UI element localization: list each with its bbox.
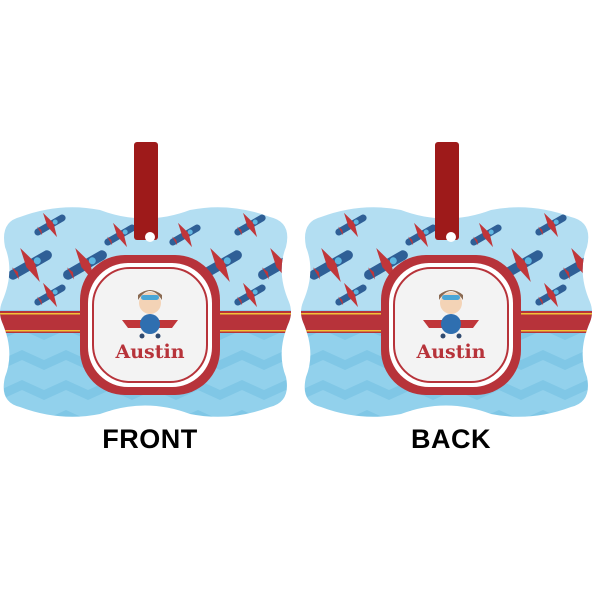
front-ornament: Austin [0,142,291,417]
ribbon-icon [134,142,158,240]
front-label: FRONT [102,424,198,454]
back-ornament: Austin [301,142,592,417]
personalized-name: Austin [415,341,485,363]
medallion: Austin [80,255,220,395]
medallion: Austin [381,255,521,395]
back-label: BACK [411,424,491,454]
personalized-name: Austin [114,341,184,363]
pilot-boy-icon [122,290,178,339]
ribbon-icon [435,142,459,240]
pilot-boy-icon [423,290,479,339]
